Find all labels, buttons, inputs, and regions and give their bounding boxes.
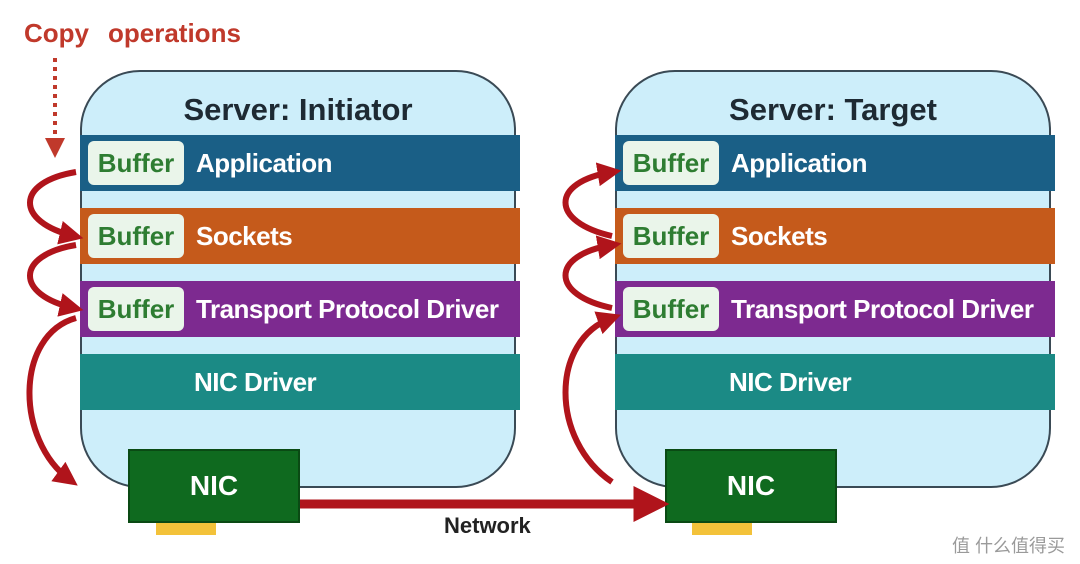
initiator-copy-arrow-3 xyxy=(26,315,78,486)
copy-label: Copy xyxy=(24,18,89,48)
initiator-transport-label: Transport Protocol Driver xyxy=(196,293,499,324)
target-sockets-label: Sockets xyxy=(731,220,828,251)
operations-label: operations xyxy=(108,18,241,48)
server-target: Server: Target Buffer Application Buffer… xyxy=(615,70,1055,488)
target-nic-driver-layer: NIC Driver xyxy=(615,354,1055,410)
initiator-transport-buffer: Buffer xyxy=(88,287,184,331)
target-sockets-layer: Buffer Sockets xyxy=(615,208,1055,264)
initiator-copy-arrow-1 xyxy=(27,169,84,245)
initiator-sockets-label: Sockets xyxy=(196,220,293,251)
initiator-sockets-layer: Buffer Sockets xyxy=(80,208,520,264)
server-initiator: Server: Initiator Buffer Application Buf… xyxy=(80,70,520,488)
target-application-label: Application xyxy=(731,147,868,178)
target-transport-buffer: Buffer xyxy=(623,287,719,331)
initiator-title: Server: Initiator xyxy=(183,92,413,127)
target-transport-layer: Buffer Transport Protocol Driver xyxy=(615,281,1055,337)
target-copy-arrow-2 xyxy=(562,235,622,311)
target-title: Server: Target xyxy=(729,92,937,127)
initiator-nic-driver-label: NIC Driver xyxy=(194,366,317,397)
initiator-application-label: Application xyxy=(196,147,333,178)
target-transport-label: Transport Protocol Driver xyxy=(731,293,1034,324)
initiator-sockets-buffer: Buffer xyxy=(88,214,184,258)
target-copy-arrow-1 xyxy=(562,311,622,485)
initiator-application-layer: Buffer Application xyxy=(80,135,520,191)
target-nic: NIC xyxy=(665,449,837,523)
network-label: Network xyxy=(444,513,531,538)
initiator-nic-connector xyxy=(156,523,216,535)
target-copy-arrow-3 xyxy=(562,162,622,239)
target-application-buffer: Buffer xyxy=(623,141,719,185)
target-application-layer: Buffer Application xyxy=(615,135,1055,191)
target-nic-connector xyxy=(692,523,752,535)
initiator-nic: NIC xyxy=(128,449,300,523)
target-sockets-buffer: Buffer xyxy=(623,214,719,258)
initiator-application-buffer: Buffer xyxy=(88,141,184,185)
watermark: 值 什么值得买 xyxy=(952,536,1066,556)
initiator-transport-layer: Buffer Transport Protocol Driver xyxy=(80,281,520,337)
initiator-copy-arrow-2 xyxy=(27,242,84,317)
initiator-nic-driver-layer: NIC Driver xyxy=(80,354,520,410)
target-nic-driver-label: NIC Driver xyxy=(729,366,852,397)
